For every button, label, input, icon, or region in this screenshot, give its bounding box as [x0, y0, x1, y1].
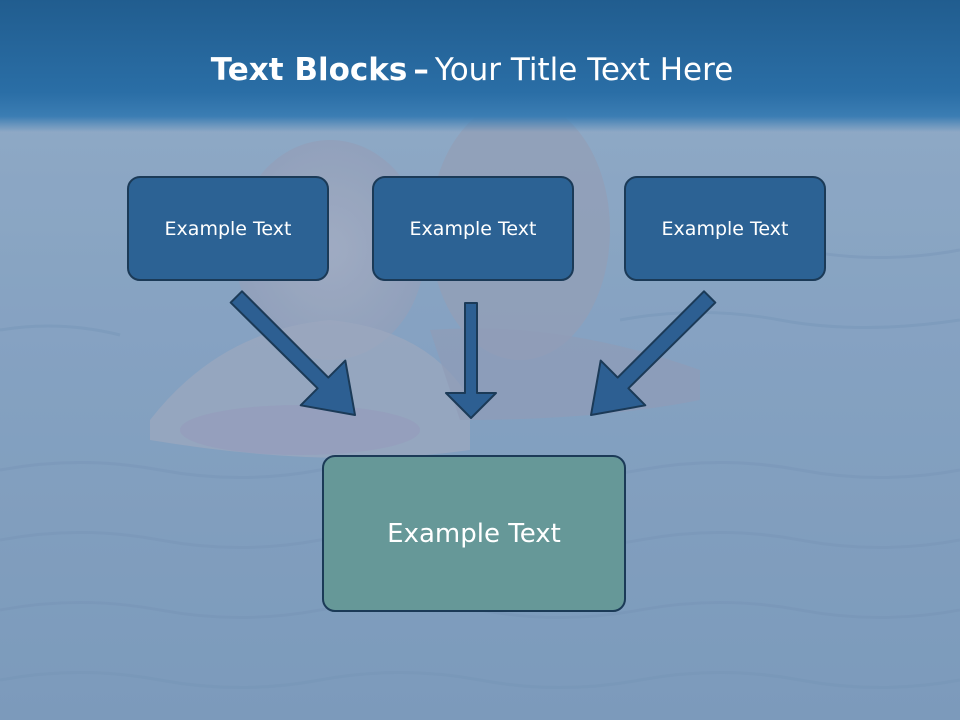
title-rest-text: Your Title Text Here	[434, 52, 734, 88]
title-band	[0, 0, 960, 132]
text-block-left[interactable]: Example Text	[127, 176, 329, 281]
text-block-center[interactable]: Example Text	[372, 176, 574, 281]
text-block-right[interactable]: Example Text	[624, 176, 826, 281]
text-block-label: Example Text	[661, 217, 789, 240]
title-separator: –	[413, 52, 429, 88]
text-block-label: Example Text	[164, 217, 292, 240]
title-bold-text: Text Blocks	[210, 52, 408, 88]
text-block-label: Example Text	[409, 217, 537, 240]
main-text-block[interactable]: Example Text	[322, 455, 626, 612]
slide-title[interactable]: Text Blocks–Your Title Text Here	[0, 52, 944, 88]
main-text-block-label: Example Text	[387, 518, 561, 549]
